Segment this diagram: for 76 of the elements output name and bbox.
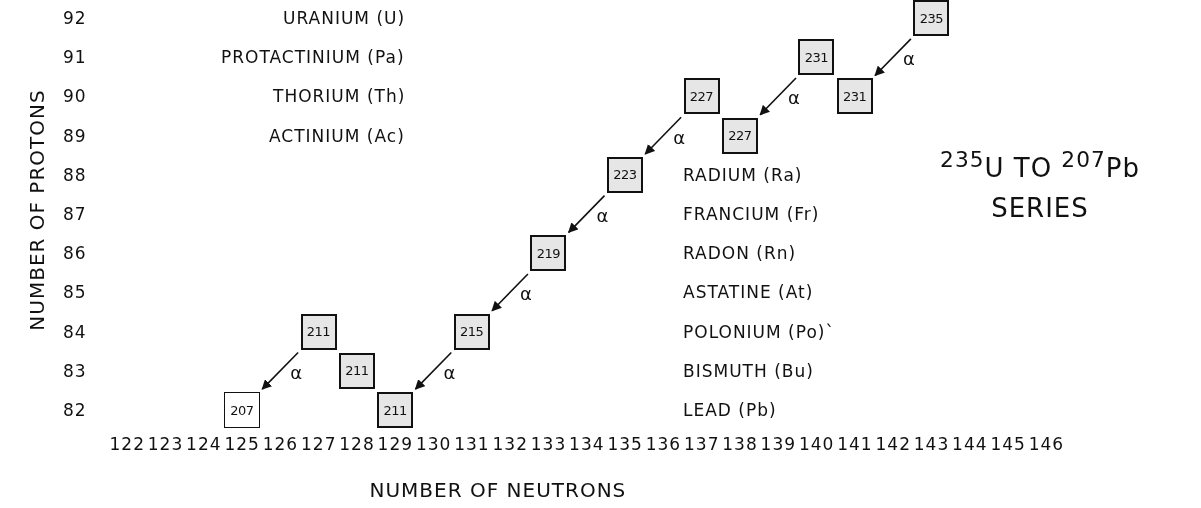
axis-tick-label: 138: [722, 434, 758, 454]
element-name: LEAD (Pb): [683, 400, 777, 420]
axis-title: NUMBER OF NEUTRONS: [369, 480, 627, 500]
axis-tick-label: 91: [63, 47, 87, 68]
element-name: URANIUM (U): [283, 8, 406, 28]
axis-tick-label: 125: [224, 434, 260, 454]
axis-tick-label: 141: [837, 434, 873, 454]
element-name: ACTINIUM (Ac): [269, 125, 405, 146]
edge-label: α: [903, 49, 916, 70]
axis-tick-label: 133: [530, 434, 567, 454]
arrow: [491, 273, 529, 312]
chart-title: $^{235}$U TO $^{207}$Pb SERIES: [940, 146, 1140, 225]
axis-tick-label: 140: [798, 434, 835, 454]
element-name: PROTACTINIUM (Pa): [221, 47, 405, 68]
isotope-box: 211: [338, 352, 375, 389]
axis-tick-label: 82: [63, 400, 87, 420]
isotope-box: 211: [300, 313, 337, 350]
axis-tick-label: 129: [377, 434, 414, 454]
isotope-box: 235: [913, 0, 950, 36]
element-name: RADIUM (Ra): [683, 164, 803, 185]
axis-title: NUMBER OF PROTONS: [26, 89, 47, 331]
isotope-box: 223: [606, 156, 643, 193]
axis-tick-label: 134: [569, 434, 605, 454]
axis-tick-label: 128: [339, 434, 375, 454]
axis-tick-label: 127: [301, 434, 337, 454]
axis-tick-label: 145: [990, 434, 1026, 454]
arrow: [644, 116, 682, 155]
axis-tick-label: 123: [147, 434, 184, 454]
isotope-box: 207: [223, 392, 260, 428]
isotope-box: 215: [453, 313, 490, 350]
edge-label: α: [443, 362, 457, 383]
axis-tick-label: 85: [63, 282, 87, 303]
isotope-box: 219: [530, 235, 567, 272]
isotope-box: 211: [377, 392, 414, 428]
axis-tick-label: 88: [63, 164, 87, 185]
axis-tick-label: 130: [415, 434, 452, 454]
axis-tick-label: 83: [63, 360, 87, 381]
arrow: [759, 77, 797, 116]
arrow: [567, 194, 606, 234]
element-name: FRANCIUM (Fr): [683, 204, 820, 224]
element-name: BISMUTH (Bu): [683, 360, 814, 381]
edge-label: α: [290, 362, 304, 383]
isotope-box: 231: [836, 78, 873, 115]
edge-label: α: [596, 206, 610, 226]
axis-tick-label: 139: [760, 434, 797, 454]
axis-tick-label: 131: [454, 434, 490, 454]
arrow: [874, 38, 912, 77]
isotope-box: 231: [798, 39, 835, 76]
axis-tick-label: 84: [63, 321, 87, 342]
axis-tick-label: 143: [913, 434, 950, 454]
axis-tick-label: 89: [63, 125, 87, 146]
element-name: RADON (Rn): [683, 243, 797, 264]
axis-tick-label: 144: [952, 434, 988, 454]
axis-tick-label: 136: [645, 434, 682, 454]
isotope-box: 227: [683, 78, 720, 115]
axis-tick-label: 122: [109, 434, 145, 454]
isotope-box: 227: [721, 117, 758, 154]
axis-tick-label: 92: [63, 8, 87, 28]
edge-label: α: [788, 88, 801, 109]
edge-label: α: [520, 284, 533, 305]
axis-tick-label: 142: [875, 434, 911, 454]
axis-tick-label: 86: [63, 243, 87, 264]
arrow: [414, 351, 453, 390]
axis-tick-label: 87: [63, 204, 87, 224]
axis-tick-label: 90: [63, 86, 87, 107]
element-name: POLONIUM (Po)`: [683, 321, 835, 342]
element-name: THORIUM (Th): [273, 86, 406, 107]
axis-tick-label: 146: [1028, 434, 1065, 454]
edge-label: α: [673, 127, 687, 148]
axis-tick-label: 135: [607, 434, 643, 454]
arrow: [261, 351, 299, 390]
axis-tick-label: 137: [684, 434, 720, 454]
axis-tick-label: 126: [262, 434, 299, 454]
axis-tick-label: 124: [186, 434, 222, 454]
element-name: ASTATINE (At): [683, 282, 814, 303]
axis-tick-label: 132: [492, 434, 528, 454]
